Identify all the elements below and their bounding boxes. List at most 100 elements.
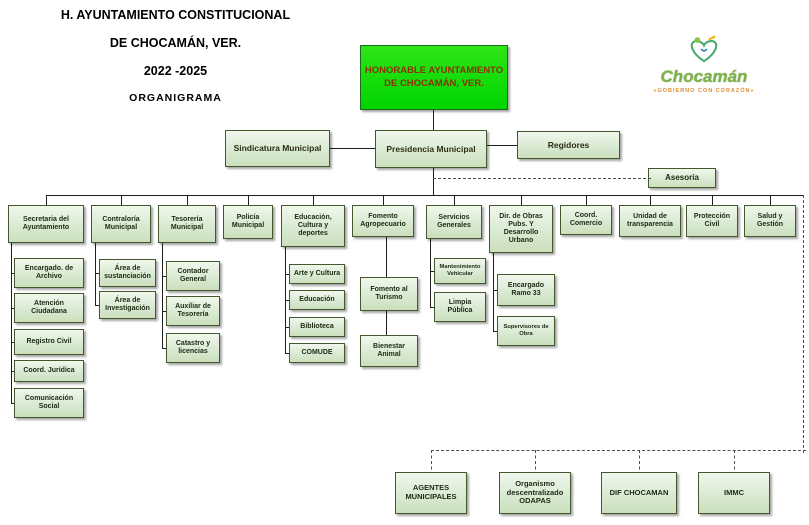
- connector: [521, 195, 522, 205]
- org-box-label: Policía Municipal: [231, 213, 265, 229]
- org-box-label: DIF CHOCAMAN: [609, 487, 669, 497]
- org-box-fomento-turismo: Fomento al Turismo: [360, 277, 418, 311]
- connector-dashed: [734, 450, 735, 475]
- org-box-label: IMMC: [724, 487, 744, 497]
- org-box-transparencia: Unidad de transparencia: [619, 205, 681, 237]
- org-box-atencion-ciudadana: Atención Ciudadana: [14, 293, 84, 323]
- org-box-dif-chocaman: DIF CHOCAMAN: [601, 472, 677, 514]
- org-box-educacion-sub: Educación: [289, 290, 345, 310]
- org-box-contraloria: Contraloría Municipal: [91, 205, 151, 243]
- org-box-coord-juridica: Coord. Jurídica: [14, 360, 84, 382]
- org-box-tesoreria: Tesorería Municipal: [158, 205, 216, 243]
- connector: [430, 271, 434, 272]
- connector: [162, 348, 166, 349]
- org-box-comude: COMUDE: [289, 343, 345, 363]
- org-box-label: Tesorería Municipal: [170, 215, 204, 231]
- org-box-secretaria: Secretaria del Ayuntamiento: [8, 205, 84, 243]
- connector: [95, 273, 99, 274]
- connector: [650, 195, 651, 205]
- org-box-archivo: Encargado. de Archivo: [14, 258, 84, 288]
- org-box-label: Encargado. de Archivo: [24, 264, 74, 280]
- org-box-label: Catastro y licencias: [175, 339, 211, 355]
- org-box-label: Contraloría Municipal: [102, 215, 140, 231]
- org-box-label: Área de sustanciación: [104, 264, 151, 280]
- connector: [46, 195, 803, 196]
- org-box-mantenimiento-vehicular: Mantenimiento Vehicular: [434, 258, 486, 284]
- connector: [11, 308, 14, 309]
- org-box-auxiliar-tesoreria: Auxiliar de Tesorería: [166, 296, 220, 326]
- org-box-servicios-generales: Servicios Generales: [426, 205, 482, 239]
- org-box-proteccion-civil: Protección Civil: [686, 205, 738, 237]
- org-box-label: Auxiliar de Tesorería: [175, 302, 211, 318]
- org-box-odapas: Organismo descentralizado ODAPAS: [499, 472, 571, 514]
- org-box-presidencia: Presidencia Municipal: [375, 130, 487, 168]
- org-box-label: Presidencia Municipal: [386, 143, 476, 154]
- org-box-label: Fomento al Turismo: [370, 285, 408, 301]
- org-box-label: HONORABLE AYUNTAMIENTO DE CHOCAMÁN, VER.: [364, 64, 504, 89]
- org-box-regidores: Regidores: [517, 131, 620, 159]
- connector: [285, 327, 289, 328]
- org-box-agentes-municipales: AGENTES MUNICIPALES: [395, 472, 467, 514]
- org-box-label: Asesoría: [665, 173, 699, 183]
- org-box-limpia-publica: Limpia Pública: [434, 292, 486, 322]
- connector-dashed: [431, 450, 806, 451]
- connector: [285, 274, 289, 275]
- connector: [162, 311, 166, 312]
- connector: [285, 353, 289, 354]
- org-box-label: Bienestar Animal: [373, 342, 405, 358]
- org-box-encargado-ramo33: Encargado Ramo 33: [497, 274, 555, 306]
- org-box-asesoria: Asesoría: [648, 168, 716, 188]
- connector-dashed: [639, 450, 640, 475]
- connector: [285, 300, 289, 301]
- connector-dashed: [433, 178, 651, 179]
- org-box-label: Fomento Agropecuario: [360, 212, 406, 228]
- connector: [770, 195, 771, 205]
- connector: [313, 195, 314, 205]
- connector: [430, 239, 431, 307]
- org-box-contador-general: Contador General: [166, 261, 220, 291]
- org-box-label: Mantenimiento Vehicular: [439, 264, 481, 277]
- connector: [95, 305, 99, 306]
- connector-dashed: [431, 450, 432, 475]
- org-box-label: Unidad de transparencia: [627, 212, 673, 228]
- org-box-label: Arte y Cultura: [293, 269, 341, 277]
- org-box-bienestar-animal: Bienestar Animal: [360, 335, 418, 367]
- connector: [712, 195, 713, 205]
- org-box-area-sustanciacion: Área de sustanciación: [99, 259, 156, 287]
- org-box-label: Coord. Jurídica: [23, 366, 75, 374]
- org-box-sindicatura: Sindicatura Municipal: [225, 130, 330, 167]
- title-line-4: ORGANIGRAMA: [129, 92, 222, 104]
- org-box-honorable-ayuntamiento: HONORABLE AYUNTAMIENTO DE CHOCAMÁN, VER.: [360, 45, 508, 110]
- org-box-label: Organismo descentralizado ODAPAS: [506, 478, 564, 506]
- connector: [46, 195, 47, 205]
- org-box-catastro-licencias: Catastro y licencias: [166, 333, 220, 363]
- org-box-comunicacion-social: Comunicación Social: [14, 388, 84, 418]
- org-box-immc: IMMC: [698, 472, 770, 514]
- org-box-label: Comunicación Social: [24, 394, 74, 410]
- connector: [383, 195, 384, 205]
- connector: [11, 243, 12, 403]
- org-box-label: Supervisores de Obra: [503, 324, 549, 337]
- org-box-label: Contador General: [177, 267, 209, 283]
- org-box-supervisores-obra: Supervisores de Obra: [497, 316, 555, 346]
- org-box-label: Educación: [299, 295, 335, 303]
- connector-dashed: [803, 195, 804, 453]
- logo-tagline: «GOBIERNO CON CORAZÓN»: [653, 88, 755, 94]
- org-box-label: Regidores: [547, 139, 590, 150]
- org-box-registro-civil: Registro Civil: [14, 329, 84, 355]
- connector: [493, 290, 497, 291]
- org-box-label: Atención Ciudadana: [31, 299, 67, 315]
- connector: [433, 168, 434, 195]
- connector: [433, 110, 434, 130]
- connector: [386, 237, 387, 277]
- connector: [11, 273, 14, 274]
- connector: [487, 145, 517, 146]
- connector: [386, 311, 387, 335]
- logo-wordmark: Chocamán: [660, 67, 748, 86]
- org-box-label: AGENTES MUNICIPALES: [405, 483, 457, 501]
- org-box-label: Protección Civil: [693, 212, 731, 228]
- connector: [454, 195, 455, 205]
- connector-dashed: [535, 450, 536, 475]
- org-box-label: Área de Investigación: [105, 296, 150, 312]
